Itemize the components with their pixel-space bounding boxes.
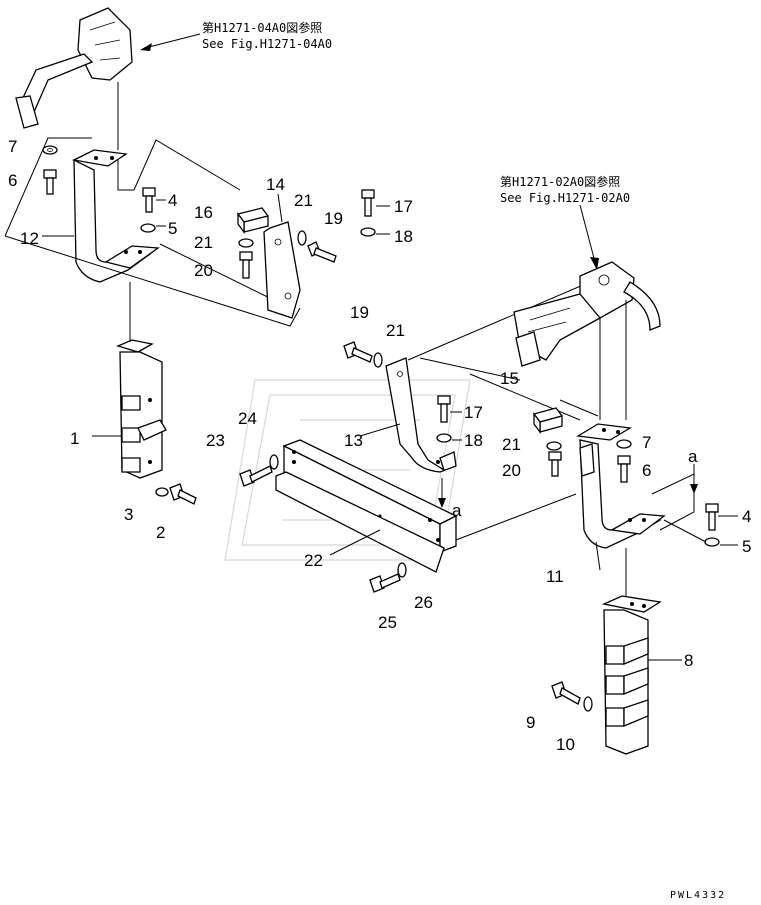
callout-7-right: 7	[642, 433, 651, 452]
callout-9: 9	[526, 713, 535, 732]
assembly-outline-right	[407, 281, 599, 421]
bolt-23	[239, 465, 273, 487]
washer-5-right	[704, 537, 720, 547]
mirror-housing-right	[513, 261, 661, 420]
washer-21-a	[238, 238, 254, 248]
block-16	[236, 207, 270, 234]
leader-lines	[42, 193, 738, 661]
callout-14: 14	[266, 175, 285, 194]
bolt-2	[169, 483, 197, 505]
bracket-11	[576, 423, 666, 600]
bolt-17-a	[361, 189, 375, 217]
callout-12: 12	[20, 229, 39, 248]
washer-21-c	[373, 352, 383, 368]
callout-15: 15	[500, 369, 519, 388]
block-15	[532, 407, 564, 434]
reference-en-top-left: See Fig.H1271-04A0	[202, 37, 332, 51]
callout-3: 3	[124, 505, 133, 524]
washer-24	[269, 454, 279, 470]
callout-labels: 7 6 12 4 5 16 21 20 14 21 19 17 18 19 21…	[8, 137, 751, 754]
callout-6-left: 6	[8, 171, 17, 190]
callout-26: 26	[414, 593, 433, 612]
callout-11: 11	[546, 567, 564, 586]
callout-18-b: 18	[464, 431, 483, 450]
callout-17-a: 17	[394, 197, 413, 216]
callout-5-left: 5	[168, 219, 177, 238]
marker-a-center: a	[452, 501, 462, 520]
callout-22: 22	[304, 551, 323, 570]
callout-16: 16	[194, 203, 213, 222]
callout-21-c: 21	[386, 321, 405, 340]
callout-24: 24	[238, 409, 257, 428]
mirror-housing-left	[15, 7, 133, 129]
callout-21-b: 21	[294, 191, 313, 210]
bracket-8	[601, 595, 662, 755]
callout-7-left: 7	[8, 137, 17, 156]
beam-22	[275, 439, 458, 573]
callout-4-left: 4	[168, 191, 177, 210]
reference-jp-top-right: 第H1271-02A0図参照	[500, 174, 620, 189]
bracket-12	[71, 149, 160, 283]
callout-2: 2	[156, 523, 165, 542]
callout-20-b: 20	[502, 461, 521, 480]
bolt-17-b	[437, 395, 451, 423]
washer-10	[583, 696, 593, 712]
callout-19-a: 19	[324, 209, 343, 228]
washer-7-right	[616, 439, 632, 449]
washer-18-b	[436, 433, 452, 443]
bracket-1	[116, 318, 167, 479]
marker-lines-right	[651, 464, 707, 543]
bolt-4-right	[705, 503, 719, 531]
washer-7-left	[42, 145, 58, 155]
reference-top-left: 第H1271-04A0図参照 See Fig.H1271-04A0	[140, 20, 332, 51]
reference-top-right: 第H1271-02A0図参照 See Fig.H1271-02A0	[500, 174, 630, 270]
bolt-25	[369, 573, 401, 593]
reference-en-top-right: See Fig.H1271-02A0	[500, 191, 630, 205]
callout-8: 8	[684, 651, 693, 670]
bolt-19-a	[307, 241, 337, 263]
callout-23: 23	[206, 431, 225, 450]
bracket-13	[385, 357, 457, 508]
callout-25: 25	[378, 613, 397, 632]
bolt-6-right	[617, 455, 631, 483]
callout-21-d: 21	[502, 435, 521, 454]
bolt-19-b	[343, 341, 373, 363]
reference-jp-top-left: 第H1271-04A0図参照	[202, 20, 322, 35]
callout-10: 10	[556, 735, 575, 754]
callout-17-b: 17	[464, 403, 483, 422]
washer-26	[397, 562, 407, 578]
bolt-20-a	[239, 251, 253, 279]
bolt-4-left	[142, 187, 156, 213]
washer-21-d	[546, 441, 562, 451]
callout-20-a: 20	[194, 261, 213, 280]
callout-6-right: 6	[642, 461, 651, 480]
bolt-6-left	[43, 169, 57, 195]
assembly-outline-left	[4, 82, 301, 327]
washer-3	[155, 487, 169, 497]
marker-a-right: a	[688, 447, 698, 466]
bolt-9	[551, 681, 581, 705]
callout-18-a: 18	[394, 227, 413, 246]
drawing-code: PWL4332	[670, 890, 726, 901]
callout-21-a: 21	[194, 233, 213, 252]
leader-beam-to-bracket	[455, 493, 577, 541]
callout-19-b: 19	[350, 303, 369, 322]
washer-18-a	[360, 227, 376, 237]
callout-13: 13	[344, 431, 363, 450]
plate-14	[263, 221, 301, 319]
washer-21-b	[297, 230, 307, 246]
callout-4-right: 4	[742, 507, 751, 526]
callout-5-right: 5	[742, 537, 751, 556]
callout-1: 1	[70, 429, 79, 448]
bolt-20-b	[548, 451, 562, 477]
washer-5-left	[140, 223, 156, 233]
